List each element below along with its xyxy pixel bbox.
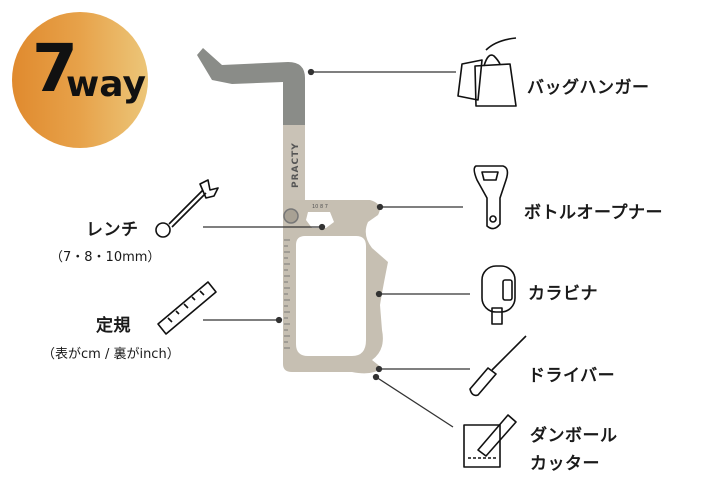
badge-number: 7 bbox=[32, 30, 78, 107]
label-wrench-sizes: （7・8・10mm） bbox=[50, 250, 161, 265]
diagram-shape bbox=[307, 68, 315, 76]
diagram-shape bbox=[469, 367, 497, 397]
shopping-bags-icon bbox=[457, 37, 517, 107]
wrench-icon bbox=[155, 179, 219, 238]
diagram-shape bbox=[491, 307, 503, 325]
pivot-rivet bbox=[283, 208, 299, 224]
diagram-shape bbox=[483, 54, 501, 67]
diagram-shape bbox=[168, 189, 207, 228]
diagram-shape bbox=[489, 215, 497, 223]
tool-body bbox=[283, 200, 388, 374]
leader-cutter bbox=[375, 376, 454, 428]
brand-engraving: PRACTY bbox=[291, 142, 301, 188]
diagram-shape bbox=[157, 281, 217, 335]
box-cutter-icon bbox=[463, 414, 517, 468]
diagram-shape bbox=[318, 223, 326, 231]
diagram-shape bbox=[155, 222, 171, 238]
label-bag-hanger: バッグハンガー bbox=[527, 78, 650, 98]
diagram-shape bbox=[275, 316, 283, 324]
diagram-shape bbox=[473, 165, 509, 230]
diagram-shape bbox=[477, 414, 517, 457]
screwdriver-icon bbox=[469, 335, 527, 397]
diagram-shape bbox=[463, 424, 501, 468]
badge-unit: way bbox=[66, 64, 146, 105]
label-bottle-opener: ボトルオープナー bbox=[524, 203, 663, 223]
diagram-shape bbox=[457, 59, 483, 101]
label-wrench: レンチ bbox=[86, 220, 139, 240]
bottle-opener-icon bbox=[473, 165, 509, 230]
diagram-shape bbox=[376, 203, 384, 211]
diagram-shape bbox=[481, 171, 499, 181]
wrench-size-engraving: 10 8 7 bbox=[312, 204, 328, 210]
diagram-shape bbox=[502, 279, 513, 301]
diagram-shape bbox=[203, 68, 470, 428]
diagram-shape bbox=[199, 179, 219, 199]
carabiner-icon bbox=[481, 265, 516, 325]
diagram-shape bbox=[155, 37, 527, 468]
label-carabiner: カラビナ bbox=[528, 284, 598, 304]
ruler-ticks bbox=[284, 239, 290, 349]
diagram-shape bbox=[372, 373, 380, 381]
multi-tool-image: PRACTY 10 8 7 bbox=[197, 48, 388, 374]
label-ruler-units: （表がcm / 裏がinch） bbox=[42, 347, 180, 362]
label-cutter-line1: ダンボール bbox=[530, 426, 618, 446]
diagram-shape bbox=[375, 365, 383, 373]
hook-gray bbox=[197, 48, 305, 125]
diagram-shape bbox=[375, 290, 383, 298]
label-cutter-line2: カッター bbox=[530, 454, 600, 474]
diagram-shape bbox=[491, 335, 527, 371]
diagram-shape bbox=[167, 290, 205, 323]
seven-way-badge bbox=[12, 12, 148, 148]
diagram-shape bbox=[481, 265, 516, 313]
diagram-shape bbox=[474, 63, 517, 107]
ruler-icon bbox=[157, 281, 217, 335]
label-ruler: 定規 bbox=[96, 316, 131, 336]
diagram-shape bbox=[485, 37, 517, 51]
label-driver: ドライバー bbox=[528, 366, 616, 386]
tool-shaft bbox=[283, 125, 305, 210]
